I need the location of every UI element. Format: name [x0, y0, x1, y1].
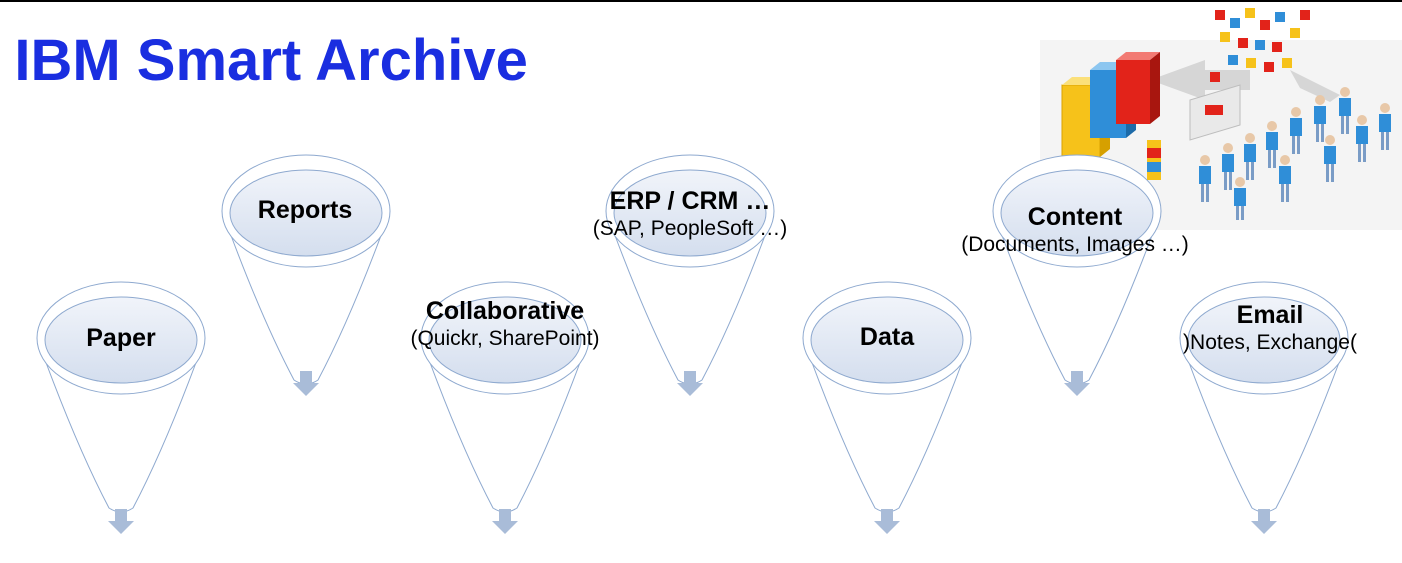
funnel-name-collaborative: Collaborative: [425, 297, 585, 325]
down-arrow-icon: [293, 371, 319, 396]
down-arrow-icon: [1064, 371, 1090, 396]
funnel-name-reports: Reports: [257, 196, 353, 224]
funnel-content: [992, 154, 1162, 396]
funnel-top: [810, 296, 964, 384]
funnel-top: [428, 296, 582, 384]
funnel-collaborative: [420, 281, 590, 534]
funnel-top: [613, 169, 767, 257]
funnel-top: [229, 169, 383, 257]
funnel-name-data: Data: [859, 323, 915, 351]
header-rule: [0, 0, 1402, 2]
down-arrow-icon: [492, 509, 518, 534]
funnel-sub-email: )Notes, Exchange(: [1183, 331, 1357, 354]
funnel-top: [1187, 296, 1341, 384]
funnel-label-email: Email )Notes, Exchange(: [1150, 300, 1390, 356]
down-arrow-icon: [1251, 509, 1277, 534]
funnel-label-data: Data: [812, 322, 962, 352]
funnel-name-content: Content: [1027, 203, 1123, 231]
funnel-top: [1000, 169, 1154, 257]
funnel-data: [802, 281, 972, 534]
down-arrow-icon: [874, 509, 900, 534]
down-arrow-icon: [108, 509, 134, 534]
funnel-label-erp-crm: ERP / CRM … (SAP, PeopleSoft …): [540, 186, 840, 242]
funnel-paper: [36, 281, 206, 534]
funnel-sub-erp-crm: (SAP, PeopleSoft …): [592, 217, 788, 240]
down-arrow-icon: [677, 371, 703, 396]
funnel-top: [44, 296, 198, 384]
funnel-name-erp-crm: ERP / CRM …: [609, 187, 771, 215]
funnel-sub-content: (Documents, Images …): [961, 233, 1189, 256]
funnel-sub-collaborative: (Quickr, SharePoint): [410, 327, 600, 350]
funnel-name-email: Email: [1236, 301, 1304, 329]
page-title: a IBM Smart Archive: [0, 28, 528, 93]
funnel-reports: [221, 154, 391, 396]
funnel-email: [1179, 281, 1349, 534]
funnel-name-paper: Paper: [86, 324, 156, 352]
funnel-label-paper: Paper: [46, 323, 196, 353]
funnel-label-collaborative: Collaborative (Quickr, SharePoint): [380, 296, 630, 352]
funnel-erp-crm: [605, 154, 775, 396]
funnel-label-content: Content (Documents, Images …): [925, 202, 1225, 258]
funnel-label-reports: Reports: [230, 195, 380, 225]
